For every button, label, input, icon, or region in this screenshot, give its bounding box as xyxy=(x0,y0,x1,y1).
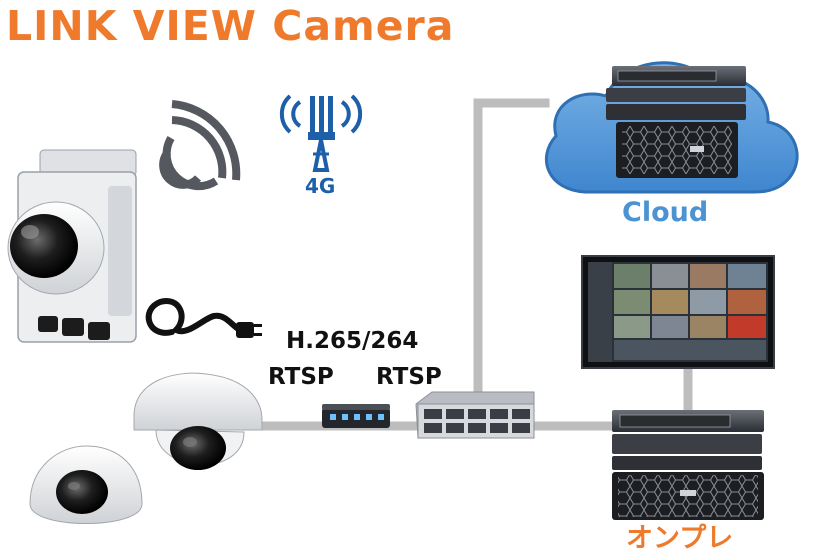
wifi-signal-icon xyxy=(159,100,241,191)
cloud-server-rack xyxy=(606,66,746,178)
server-rack-icon xyxy=(612,410,764,520)
mini-dome-camera xyxy=(29,445,143,524)
page-title: LINK VIEW Camera xyxy=(6,2,455,50)
4g-antenna-icon xyxy=(279,94,363,172)
wall-box-camera xyxy=(7,149,137,343)
cloud-label: Cloud xyxy=(622,197,709,228)
onprem-label: オンプレ xyxy=(626,523,734,554)
rtsp-right-label: RTSP xyxy=(376,364,442,390)
camera-feed-tiles xyxy=(614,264,766,360)
small-switch-icon xyxy=(322,404,390,428)
network-switch-icon xyxy=(415,391,535,439)
rtsp-left-label: RTSP xyxy=(268,364,334,390)
codec-label: H.265/264 xyxy=(286,328,419,354)
power-plug-icon xyxy=(145,298,262,338)
4g-label: 4G xyxy=(305,174,336,198)
dome-camera-icon xyxy=(133,372,263,470)
monitor-icon xyxy=(581,255,775,369)
